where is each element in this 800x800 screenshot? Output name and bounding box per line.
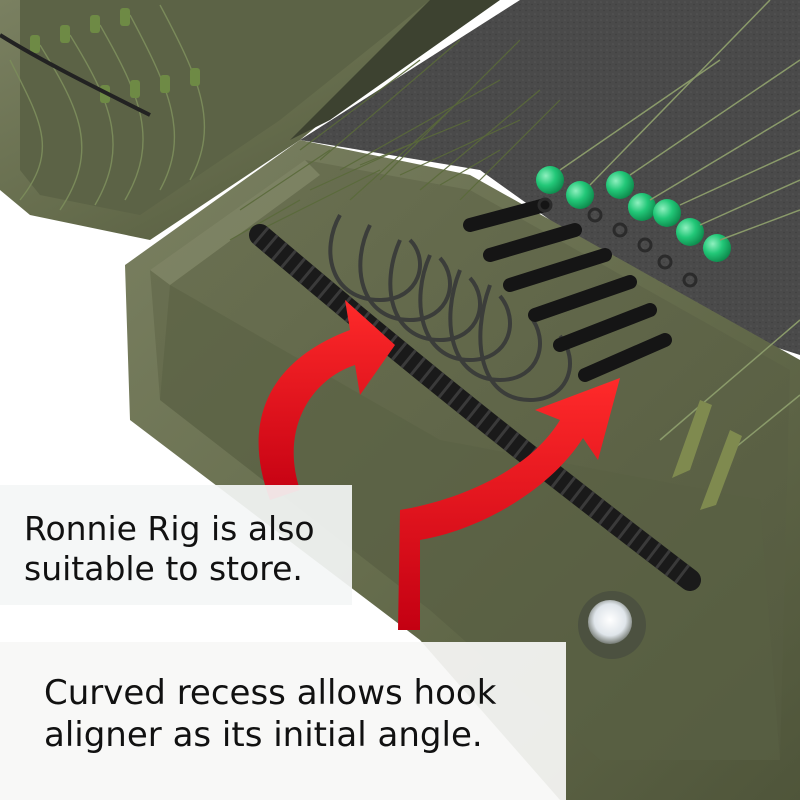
upper-sleeves bbox=[30, 8, 200, 103]
curved-arrow-icon bbox=[398, 378, 620, 630]
upper-tray bbox=[0, 0, 500, 240]
upper-rigs bbox=[9, 4, 206, 211]
caption-ronnie-rig: Ronnie Rig is also suitable to store. bbox=[0, 485, 352, 605]
hooks bbox=[328, 214, 572, 403]
bead bbox=[628, 193, 656, 221]
bead bbox=[606, 171, 634, 199]
green-beads bbox=[536, 166, 731, 262]
latch-button bbox=[578, 591, 646, 659]
swivels bbox=[537, 197, 698, 288]
upper-spring bbox=[0, 33, 151, 117]
caption-curved-recess: Curved recess allows hook aligner as its… bbox=[0, 642, 566, 800]
bait-fibres bbox=[229, 39, 561, 241]
coil-spring bbox=[249, 224, 701, 591]
bead bbox=[566, 181, 594, 209]
rig-lines bbox=[559, 0, 800, 461]
hook-aligners bbox=[672, 400, 742, 510]
shrink-tubes bbox=[463, 198, 672, 382]
bead bbox=[536, 166, 564, 194]
bead bbox=[676, 218, 704, 246]
bead bbox=[653, 199, 681, 227]
curved-arrow-icon bbox=[258, 300, 395, 500]
bead bbox=[703, 234, 731, 262]
